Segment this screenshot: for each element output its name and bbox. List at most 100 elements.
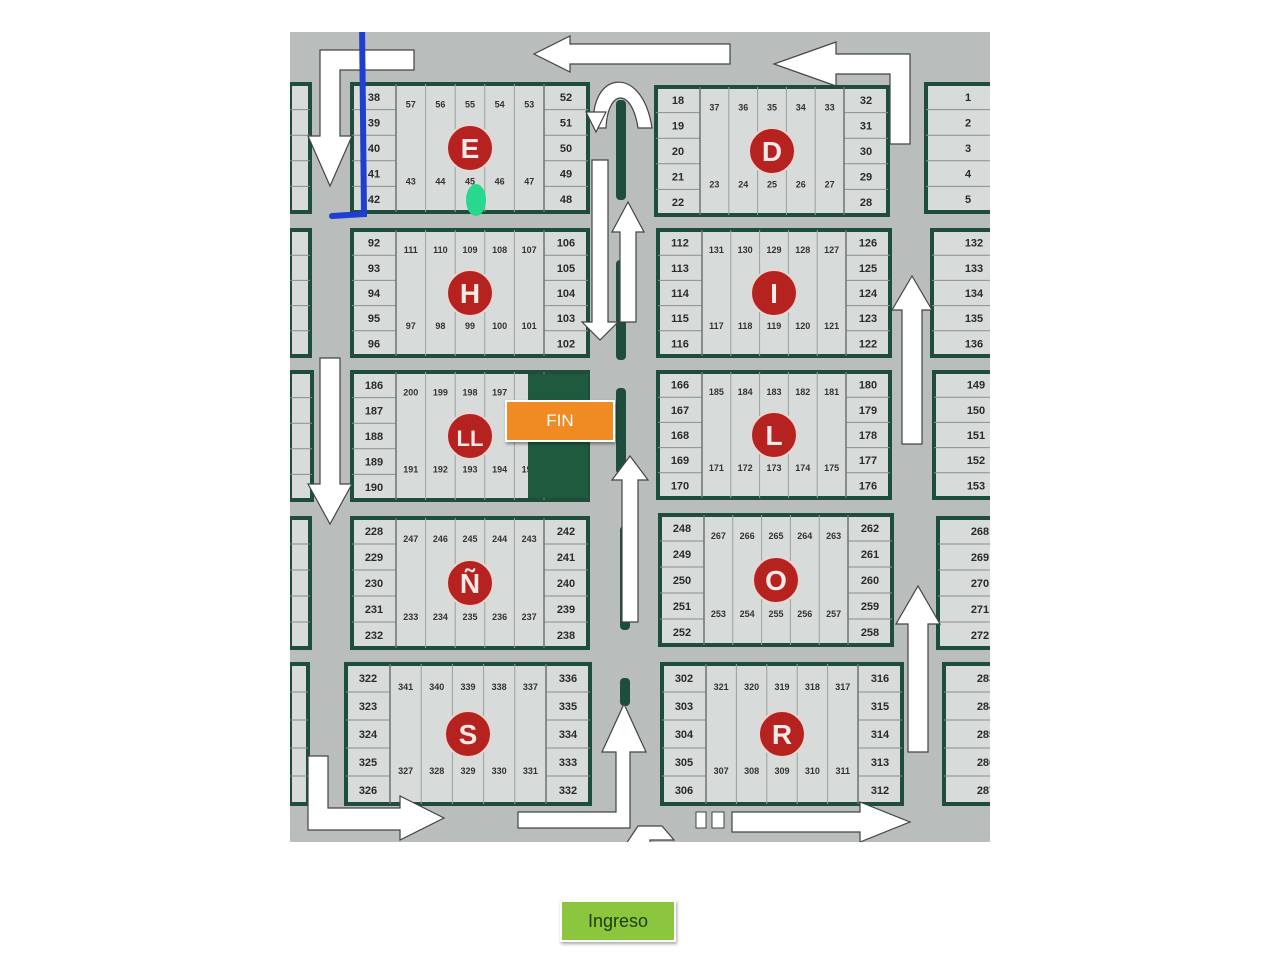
lot-number: 311 — [836, 766, 851, 776]
lot-number: 98 — [435, 321, 445, 331]
lot-number: 135 — [965, 313, 983, 325]
lot-number: 20 — [672, 146, 684, 158]
lot-number: 119 — [767, 321, 782, 331]
lot-number: 271 — [971, 604, 989, 616]
u-turn-arrow — [592, 81, 653, 129]
route-arrow — [772, 41, 911, 145]
lot-number: 1 — [965, 92, 971, 104]
block-frame — [930, 228, 990, 358]
lot-number: 320 — [744, 682, 759, 692]
lot-number: 130 — [738, 245, 753, 255]
lot-number: 264 — [797, 531, 812, 541]
lot-number: 168 — [671, 430, 689, 442]
lot-number: 19 — [672, 120, 684, 132]
lot-number: 125 — [859, 263, 877, 275]
lot-number: 39 — [368, 117, 380, 129]
block-frame — [290, 370, 314, 502]
lot-number: 337 — [523, 682, 538, 692]
lot-number: 131 — [709, 245, 724, 255]
lot-number: 126 — [859, 238, 877, 250]
lot-number: 230 — [365, 578, 383, 590]
lot-number: 240 — [557, 578, 575, 590]
lot-number: 266 — [740, 531, 755, 541]
lot-number: 324 — [359, 729, 378, 741]
lot-number: 152 — [967, 455, 985, 467]
finish-label: FIN — [505, 400, 615, 442]
lot-number: 321 — [714, 682, 729, 692]
lot-number: 322 — [359, 673, 377, 685]
lot-number: 303 — [675, 701, 693, 713]
lot-number: 51 — [560, 117, 572, 129]
lot-number: 259 — [861, 601, 879, 613]
lot-number: 232 — [365, 630, 383, 642]
lot-number: 116 — [671, 338, 689, 350]
lot-number: 261 — [861, 549, 879, 561]
lot-number: 107 — [522, 245, 537, 255]
lot-number: 25 — [767, 179, 777, 189]
lot-number: 54 — [495, 100, 505, 110]
edge-block-left — [290, 370, 314, 502]
lot-number: 286 — [977, 757, 990, 769]
lot-number: 18 — [672, 95, 684, 107]
lot-number: 43 — [406, 176, 416, 186]
lot-number: 247 — [403, 534, 418, 544]
lot-number: 253 — [711, 609, 726, 619]
lot-number: 334 — [559, 729, 578, 741]
lot-number: 95 — [368, 313, 380, 325]
lot-number: 36 — [738, 103, 748, 113]
block-letter: H — [460, 278, 480, 309]
route-arrow — [731, 801, 912, 842]
lot-number: 325 — [359, 757, 377, 769]
lot-number: 313 — [871, 757, 889, 769]
lot-number: 308 — [744, 766, 759, 776]
lot-number: 270 — [971, 578, 989, 590]
lot-number: 338 — [492, 682, 507, 692]
lot-number: 198 — [462, 388, 477, 398]
edge-block-left — [290, 82, 312, 214]
lot-number: 117 — [709, 321, 724, 331]
lot-number: 170 — [671, 480, 689, 492]
lot-number: 29 — [860, 172, 872, 184]
lot-number: 328 — [429, 766, 444, 776]
block-frame — [290, 516, 312, 650]
block-frame — [290, 82, 312, 214]
lot-number: 244 — [492, 534, 507, 544]
route-arrow — [894, 584, 942, 753]
target-marker — [466, 184, 486, 216]
lot-number: 120 — [795, 321, 810, 331]
lot-number: 305 — [675, 757, 693, 769]
lot-number: 239 — [557, 604, 575, 616]
lot-number: 185 — [709, 387, 724, 397]
lot-number: 235 — [462, 612, 477, 622]
lot-number: 115 — [671, 313, 689, 325]
lot-number: 167 — [671, 405, 689, 417]
lot-number: 111 — [404, 245, 418, 255]
lot-number: 269 — [971, 552, 989, 564]
lot-number: 114 — [671, 288, 690, 300]
route-arrow — [306, 357, 354, 526]
lot-number: 118 — [738, 321, 753, 331]
lot-number: 327 — [398, 766, 413, 776]
lot-number: 193 — [462, 464, 477, 474]
lot-number: 192 — [433, 464, 448, 474]
lot-number: 38 — [368, 92, 380, 104]
lot-number: 194 — [492, 464, 507, 474]
lot-number: 231 — [365, 604, 383, 616]
lot-number: 197 — [492, 388, 507, 398]
block-letter: D — [762, 136, 782, 167]
block-letter: Ñ — [460, 568, 480, 599]
lot-number: 40 — [368, 143, 380, 155]
lot-number: 53 — [524, 100, 534, 110]
lot-number: 110 — [433, 245, 448, 255]
lot-number: 104 — [557, 288, 576, 300]
lot-number: 237 — [522, 612, 537, 622]
block-letter: S — [459, 719, 478, 750]
lot-number: 48 — [560, 194, 572, 206]
lot-number: 169 — [671, 455, 689, 467]
